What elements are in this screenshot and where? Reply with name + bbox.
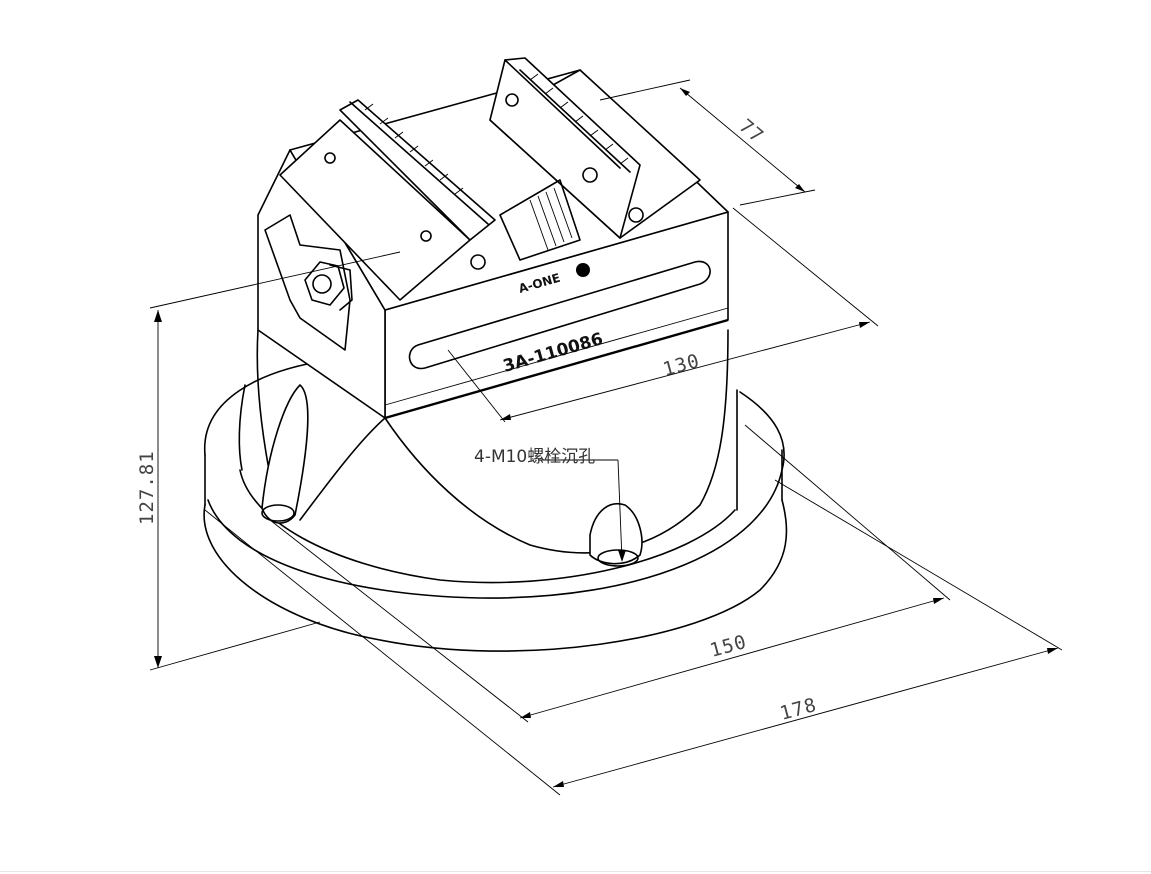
dimension-lines xyxy=(149,79,1063,796)
dim-bolt-circle: 150 xyxy=(708,631,750,662)
vise-body xyxy=(256,329,729,567)
page-bottom-rule xyxy=(0,871,1151,872)
dim-jaw-width: 77 xyxy=(735,115,768,148)
jaws xyxy=(279,57,701,301)
lead-screw xyxy=(499,179,581,261)
dim-base-diameter: 178 xyxy=(778,694,820,725)
front-jaw-serrations xyxy=(364,103,464,195)
dim-height: 127.81 xyxy=(136,450,158,525)
dim-body-length: 130 xyxy=(661,350,703,381)
bolt-hole-note: 4-M10螺栓沉孔 xyxy=(474,447,595,467)
rear-jaw-serrations xyxy=(529,73,629,165)
logo-icon xyxy=(576,263,590,277)
